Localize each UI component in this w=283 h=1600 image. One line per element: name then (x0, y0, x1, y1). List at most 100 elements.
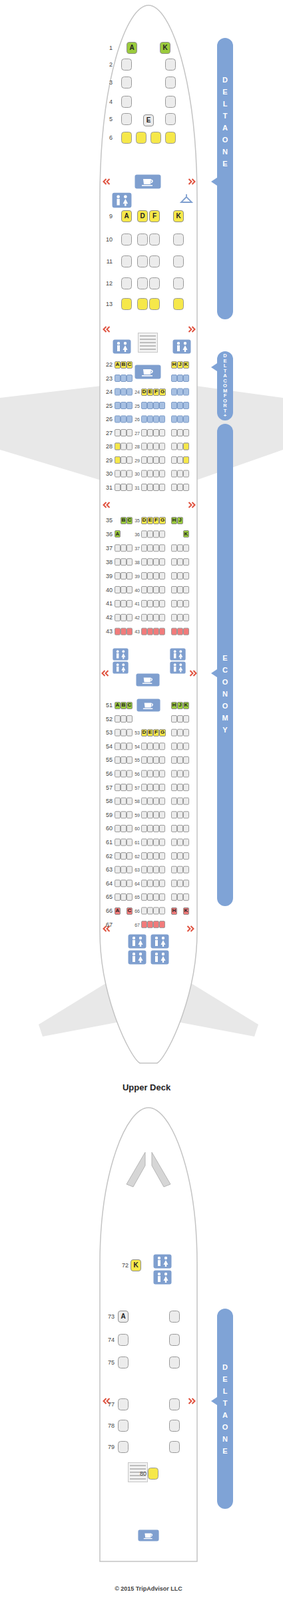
seat (127, 743, 133, 751)
seat (171, 825, 178, 833)
mid-row-number: 31 (134, 485, 140, 491)
seat-box: K (130, 1260, 142, 1273)
mid-row-number: 39 (134, 573, 140, 579)
seat-letter: A (115, 362, 120, 368)
seat-box: K (183, 702, 190, 710)
mid-row-number: 25 (134, 403, 140, 409)
seat (183, 470, 190, 478)
row-number: 64 (105, 880, 113, 887)
seat (177, 443, 184, 451)
seat (171, 470, 178, 478)
main-deck-fuselage (99, 5, 198, 1065)
seat (183, 545, 190, 553)
seat (115, 785, 121, 792)
seat (115, 729, 121, 737)
seat (121, 729, 127, 737)
seat-box: H (171, 361, 178, 369)
seat (159, 880, 166, 888)
seat (115, 894, 121, 901)
lavatory-icon (153, 1255, 172, 1270)
seat (115, 470, 121, 478)
lavatory-icon (112, 193, 132, 209)
seat-box: A (121, 210, 132, 223)
seat (183, 880, 190, 888)
seat (171, 729, 178, 737)
seat (147, 866, 154, 874)
seat-box: A (126, 41, 138, 54)
seat (171, 757, 178, 764)
row-number: 55 (105, 757, 113, 764)
seat (177, 430, 184, 437)
seat (147, 559, 154, 566)
flatbed-seat (151, 132, 162, 144)
seat (141, 559, 148, 566)
seat (115, 757, 121, 764)
seat (115, 743, 121, 751)
seat (177, 880, 184, 888)
seat-box: A (117, 1311, 129, 1324)
flatbed-seat (169, 1312, 180, 1324)
seat (121, 443, 127, 451)
seat (141, 880, 148, 888)
flatbed-seat (165, 132, 176, 144)
seat (183, 457, 190, 465)
seat-letter: A (115, 532, 120, 538)
flatbed-seat (165, 113, 176, 126)
row-number: 79 (107, 1445, 115, 1452)
closet-icon (181, 194, 192, 203)
seat (127, 443, 133, 451)
seat (153, 600, 160, 608)
seat (141, 908, 148, 915)
seat (121, 743, 127, 751)
exit-chevrons (102, 671, 109, 677)
seat (141, 922, 148, 929)
seat (171, 600, 178, 608)
seat-letter: K (162, 44, 168, 52)
seat (153, 922, 160, 929)
seat (183, 443, 190, 451)
seat (141, 825, 148, 833)
seat (115, 771, 121, 778)
seat (153, 573, 160, 580)
row-number: 24 (105, 389, 113, 396)
seat (159, 922, 166, 929)
seat (115, 853, 121, 861)
seat (183, 771, 190, 778)
seat (121, 457, 127, 465)
seat (115, 402, 121, 410)
mid-row-number: 63 (134, 868, 140, 873)
seat (115, 545, 121, 553)
flatbed-seat (118, 1400, 129, 1412)
row-number: 10 (105, 237, 113, 244)
seat (171, 559, 178, 566)
seat (121, 470, 127, 478)
seat-letter: K (175, 213, 181, 220)
seat-letter: A (120, 1314, 126, 1322)
flatbed-seat (137, 278, 148, 290)
mid-row-number: 58 (134, 799, 140, 805)
seat (153, 484, 160, 492)
seat (177, 825, 184, 833)
seat-letter: A (115, 703, 120, 709)
wings (195, 386, 283, 481)
mid-row-number: 29 (134, 458, 140, 463)
seat (115, 443, 121, 451)
row-number: 53 (105, 730, 113, 737)
seat (159, 866, 166, 874)
seat-letter: C (127, 908, 132, 915)
seat (147, 457, 154, 465)
seat (171, 798, 178, 806)
mid-row-number: 43 (134, 629, 140, 635)
seat (141, 587, 148, 594)
seat-letter: K (184, 362, 189, 368)
row-number: 74 (107, 1338, 115, 1345)
seat (183, 614, 190, 622)
seat (177, 587, 184, 594)
seat (171, 743, 178, 751)
seat-letter: D (139, 213, 145, 220)
seat (121, 484, 127, 492)
row-number: 40 (105, 587, 113, 594)
flatbed-seat (121, 234, 132, 246)
seat (153, 866, 160, 874)
seat (177, 559, 184, 566)
